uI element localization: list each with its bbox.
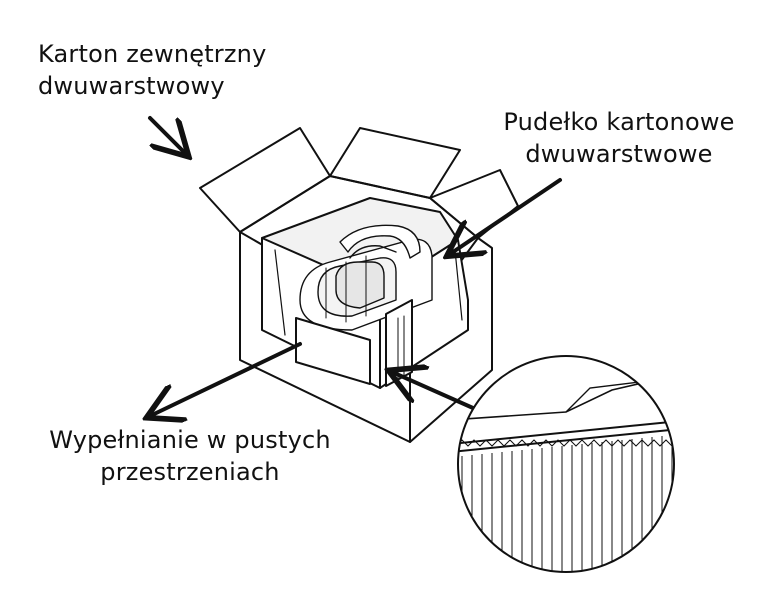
label-outer-box-line1: Karton zewnętrzny	[38, 40, 267, 68]
label-filling: Wypełnianie w pustych przestrzeniach	[40, 424, 340, 488]
label-filling-line1: Wypełnianie w pustych	[49, 426, 331, 454]
magnifier-circle-icon	[457, 355, 675, 573]
arrow-icon	[148, 116, 186, 154]
label-inner-box-line1: Pudełko kartonowe	[503, 108, 735, 136]
arrow-icon	[150, 342, 302, 416]
label-filling-line2: przestrzeniach	[100, 458, 280, 486]
arrow-icon	[392, 372, 484, 414]
arrow-icon	[450, 178, 562, 254]
label-outer-box-line2: dwuwarstwowy	[38, 72, 225, 100]
label-outer-box: Karton zewnętrzny dwuwarstwowy	[38, 38, 266, 102]
label-inner-box-line2: dwuwarstwowe	[525, 140, 713, 168]
outer-box-back-flap	[329, 127, 461, 199]
label-inner-box: Pudełko kartonowe dwuwarstwowe	[494, 106, 744, 170]
